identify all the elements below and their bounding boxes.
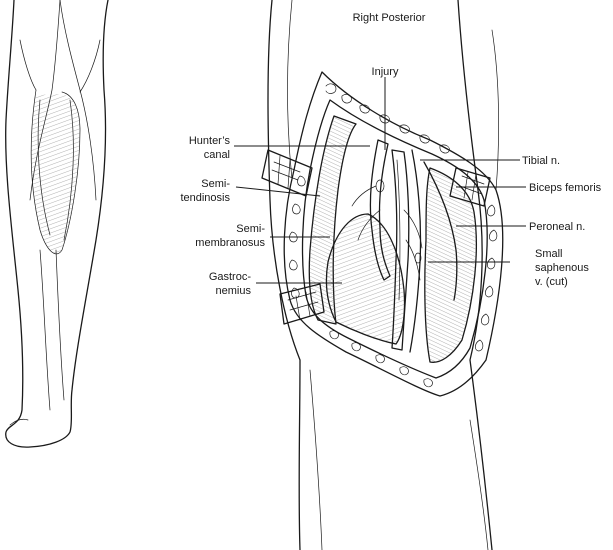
label-semitendinosis-line1: Semi- — [201, 178, 230, 190]
retractor-upper-left — [261, 149, 313, 197]
labels: Right Posterior Injury Hunter’s canal Se… — [180, 12, 601, 297]
label-small-saphenous-line3: v. (cut) — [535, 276, 568, 288]
label-semitendinosis-line2: tendinosis — [180, 192, 230, 204]
retractor-lower-left — [279, 283, 325, 325]
label-semimembranosus-line1: Semi- — [236, 223, 265, 235]
label-injury: Injury — [372, 66, 399, 78]
leader-lines — [234, 77, 526, 284]
label-hunters-canal-line1: Hunter’s — [189, 135, 231, 147]
label-gastrocnemius-line1: Gastroc- — [209, 271, 252, 283]
label-biceps-femoris: Biceps femoris — [529, 182, 602, 194]
label-hunters-canal-line2: canal — [204, 149, 230, 161]
retractor-right — [449, 167, 491, 207]
diagram-title: Right Posterior — [353, 12, 426, 24]
leader-semitendinosis — [235, 186, 321, 197]
posterior-leg-drawing — [5, 0, 109, 448]
label-peroneal-n: Peroneal n. — [529, 221, 585, 233]
label-gastrocnemius-line2: nemius — [216, 285, 252, 297]
label-small-saphenous-line2: saphenous — [535, 262, 589, 274]
label-semimembranosus-line2: membranosus — [195, 237, 265, 249]
label-small-saphenous-line1: Small — [535, 248, 563, 260]
label-tibial-n: Tibial n. — [522, 155, 560, 167]
surgical-exposure-drawing — [261, 0, 504, 550]
